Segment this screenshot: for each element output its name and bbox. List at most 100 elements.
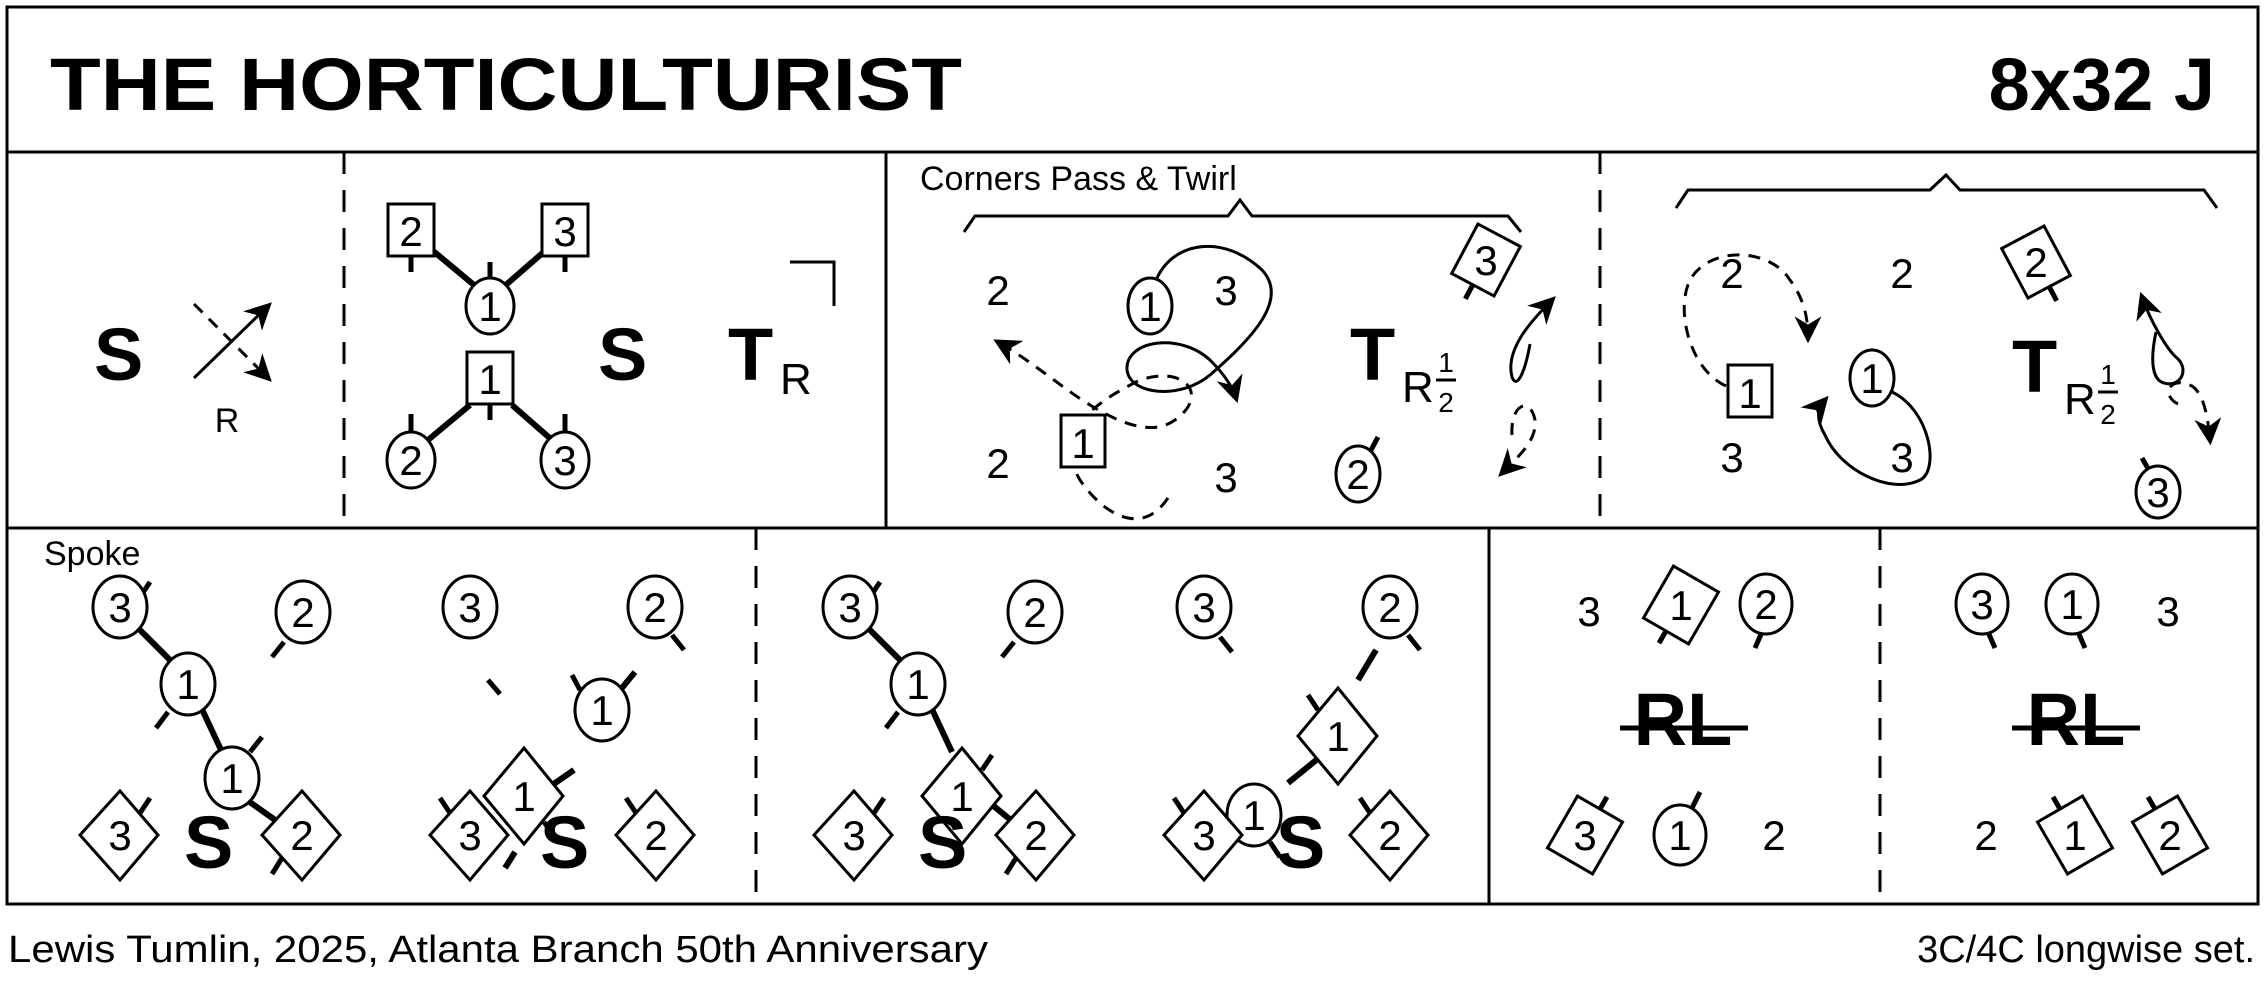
dancer-diamond-2: 2 xyxy=(993,788,1076,883)
dancer-diamond-2: 2 xyxy=(1999,223,2073,303)
set-description: 3C/4C longwise set. xyxy=(1917,929,2255,971)
brace-icon xyxy=(1674,172,2219,209)
dancer-diamond-2: 2 xyxy=(1347,788,1430,883)
dancer-2: 2 xyxy=(1890,250,1913,297)
dancer-circle-1: 1 xyxy=(1126,276,1174,336)
dancer-diamond-1: 1 xyxy=(482,745,565,847)
dancer-3: 3 xyxy=(1890,434,1913,481)
figure-label: Spoke xyxy=(44,535,140,573)
dancer-diamond-3: 3 xyxy=(1161,788,1244,883)
dancer-diamond-3: 3 xyxy=(811,788,894,883)
dancer-circle-2: 2 xyxy=(1334,435,1382,504)
dancer-circle-1: 1 xyxy=(2044,572,2100,650)
svg-text:3: 3 xyxy=(458,584,481,631)
dancer-square-3: 3 xyxy=(540,202,590,272)
svg-text:1: 1 xyxy=(1860,355,1883,402)
dancer-circle-1: 1 xyxy=(1848,348,1896,408)
fraction-numerator: 1 xyxy=(1438,347,1454,378)
dancer-diamond-3: 3 xyxy=(1545,793,1625,877)
svg-text:3: 3 xyxy=(842,812,865,859)
panel-spoke: Spoke 3 2 1 1 3 xyxy=(44,535,696,884)
dancer-diamond-2: 2 xyxy=(259,788,342,883)
turn-direction: R xyxy=(2064,375,2096,424)
svg-text:3: 3 xyxy=(108,812,131,859)
svg-text:3: 3 xyxy=(1474,237,1497,284)
dancer-circle-2: 2 xyxy=(626,574,686,652)
turn-direction: R xyxy=(780,355,812,404)
figure-setting: S xyxy=(918,801,967,884)
dance-formation: 8x32 J xyxy=(1989,43,2215,126)
dancer-circle-2: 2 xyxy=(1361,574,1422,652)
dance-title: THE HORTICULTURIST xyxy=(50,43,962,126)
svg-text:1: 1 xyxy=(176,661,199,708)
turn-symbol: T xyxy=(1350,313,1395,396)
svg-text:1: 1 xyxy=(512,773,535,820)
dancer-diamond-2: 2 xyxy=(2130,793,2210,877)
svg-text:1: 1 xyxy=(1242,792,1265,839)
twirl-path-icon xyxy=(1800,390,1932,486)
svg-text:3: 3 xyxy=(108,584,131,631)
dancer-circle-1: 1 xyxy=(884,651,947,730)
svg-text:3: 3 xyxy=(553,437,576,484)
svg-text:2: 2 xyxy=(2158,812,2181,859)
dancer-diamond-3: 3 xyxy=(77,788,160,883)
figure-rights-and-lefts: RL xyxy=(2027,678,2126,761)
dancer-diamond-1: 1 xyxy=(1296,685,1379,787)
dancer-diamond-1: 1 xyxy=(920,745,1003,847)
dancer-2: 2 xyxy=(1762,812,1785,859)
figure-label: Corners Pass & Twirl xyxy=(920,160,1237,198)
panel-corners-pass-twirl: Corners Pass & Twirl 2 1 3 2 1 3 3 2 T R… xyxy=(920,160,1556,521)
dancer-circle-3: 3 xyxy=(91,574,153,640)
svg-text:3: 3 xyxy=(458,812,481,859)
turn-arrow-dashed-icon xyxy=(1498,404,1537,477)
dancer-3: 3 xyxy=(1214,454,1237,501)
panel-rights-and-lefts-2: 3 1 3 RL 2 1 2 xyxy=(1954,572,2210,877)
panel-setting-right: S R xyxy=(94,302,272,440)
panel-rights-and-lefts: 3 1 2 RL 3 1 2 xyxy=(1545,563,1794,877)
svg-text:1: 1 xyxy=(2063,812,2086,859)
dancer-3: 3 xyxy=(1577,588,1600,635)
dancer-circle-2: 2 xyxy=(385,414,437,490)
fraction-denominator: 2 xyxy=(1438,387,1454,418)
svg-text:1: 1 xyxy=(1669,582,1692,629)
dancer-circle-3: 3 xyxy=(1175,574,1234,654)
figure-setting: S xyxy=(598,313,647,396)
svg-text:3: 3 xyxy=(1192,812,1215,859)
figure-setting: S xyxy=(1276,801,1325,884)
dancer-diamond-3: 3 xyxy=(427,788,510,883)
dancer-square-2: 2 xyxy=(386,202,436,272)
dancer-2: 2 xyxy=(986,440,1009,487)
svg-text:1: 1 xyxy=(906,661,929,708)
svg-text:2: 2 xyxy=(643,584,666,631)
svg-text:2: 2 xyxy=(644,812,667,859)
svg-text:1: 1 xyxy=(478,283,501,330)
dancer-3: 3 xyxy=(2156,588,2179,635)
corner-bracket-icon xyxy=(790,260,836,306)
svg-text:1: 1 xyxy=(1668,812,1691,859)
figure-setting: S xyxy=(540,801,589,884)
dancer-diamond-3: 3 xyxy=(1449,221,1523,301)
brace-icon xyxy=(962,197,1523,233)
svg-text:3: 3 xyxy=(1192,584,1215,631)
svg-text:1: 1 xyxy=(2060,581,2083,628)
dancer-circle-3: 3 xyxy=(441,574,502,696)
dancer-diamond-2: 2 xyxy=(613,788,696,883)
svg-text:2: 2 xyxy=(1023,589,1046,636)
panel-formation-set: 2 3 1 1 2 3 S T R xyxy=(385,202,836,490)
svg-text:2: 2 xyxy=(1378,812,1401,859)
turn-arrow-icon xyxy=(1509,296,1556,383)
turn-symbol: T xyxy=(728,313,773,396)
dancer-circle-1: 1 xyxy=(154,651,217,730)
twirl-path-icon xyxy=(1125,245,1273,404)
credit-line: Lewis Tumlin, 2025, Atlanta Branch 50th … xyxy=(8,929,988,971)
svg-text:2: 2 xyxy=(290,812,313,859)
svg-text:1: 1 xyxy=(590,687,613,734)
fraction-numerator: 1 xyxy=(2100,359,2116,390)
dashed-path-icon xyxy=(1682,253,1822,388)
dancer-circle-1: 1 xyxy=(569,673,631,743)
svg-text:2: 2 xyxy=(291,589,314,636)
svg-text:3: 3 xyxy=(553,208,576,255)
svg-text:2: 2 xyxy=(1378,584,1401,631)
svg-text:2: 2 xyxy=(1346,451,1369,498)
